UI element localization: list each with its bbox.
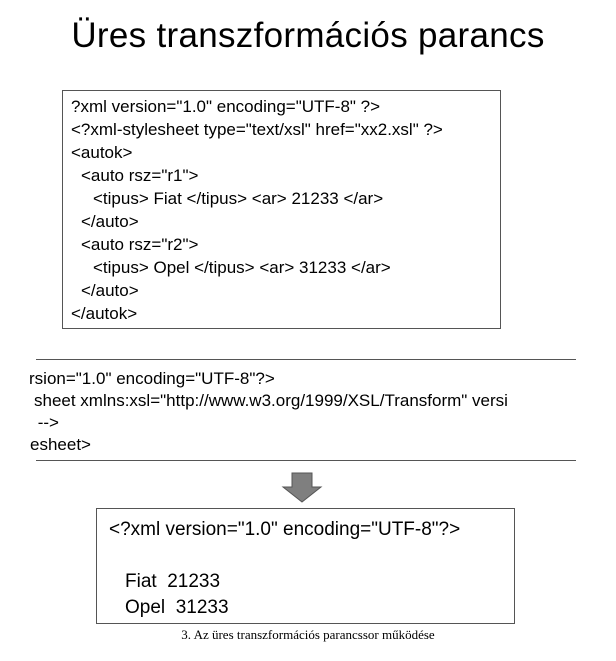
- xml-line: <tipus> Opel </tipus> <ar> 31233 </ar>: [93, 258, 391, 277]
- xsl-line: esheet>: [30, 435, 91, 454]
- xml-line: <tipus> Fiat </tipus> <ar> 21233 </ar>: [93, 189, 384, 208]
- xsl-line: -->: [33, 413, 59, 432]
- slide-title: Üres transzformációs parancs: [71, 16, 545, 55]
- xml-line: ?xml version="1.0" encoding="UTF-8" ?>: [71, 97, 381, 116]
- xml-line: <autok>: [71, 143, 133, 162]
- output-header: <?xml version="1.0" encoding="UTF-8"?>: [109, 519, 461, 540]
- xml-line: </autok>: [71, 304, 138, 323]
- xsl-line: rsion="1.0" encoding="UTF-8"?>: [29, 369, 275, 388]
- output-line: Opel 31233: [125, 597, 229, 618]
- figure-caption: 3. Az üres transzformációs parancssor mű…: [181, 627, 435, 642]
- output-line: Fiat 21233: [125, 571, 221, 592]
- down-arrow-icon: [281, 472, 323, 503]
- xml-line: <?xml-stylesheet type="text/xsl" href="x…: [71, 120, 443, 139]
- xsl-source-fragment: rsion="1.0" encoding="UTF-8"?> sheet xml…: [29, 359, 576, 461]
- xml-line: <auto rsz="r2">: [81, 235, 199, 254]
- xml-line: </auto>: [81, 212, 139, 231]
- xsl-line: sheet xmlns:xsl="http://www.w3.org/1999/…: [34, 391, 508, 410]
- xml-source-box: ?xml version="1.0" encoding="UTF-8" ?> <…: [62, 90, 501, 329]
- xml-line: <auto rsz="r1">: [81, 166, 199, 185]
- xml-line: </auto>: [81, 281, 139, 300]
- output-box: <?xml version="1.0" encoding="UTF-8"?> F…: [96, 508, 515, 624]
